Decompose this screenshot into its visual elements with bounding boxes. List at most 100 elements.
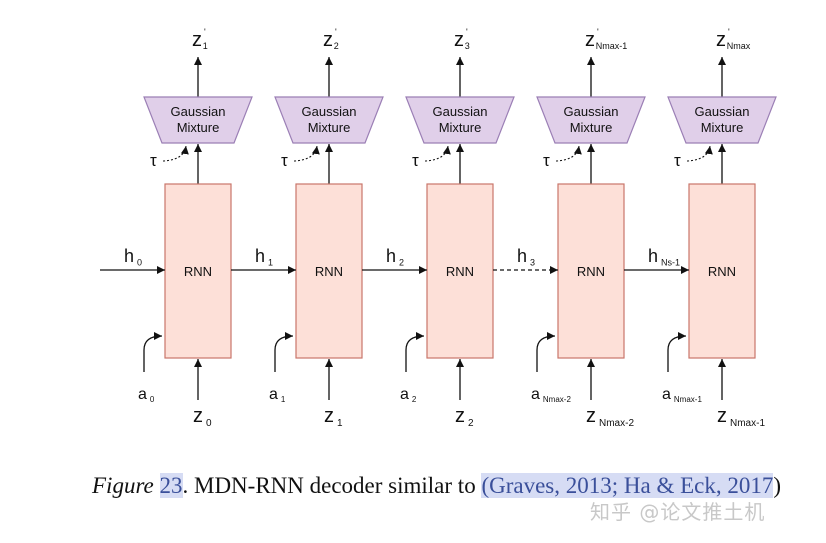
latent-label-z3-sub: Nmax-2 (599, 418, 634, 429)
mixture-label-line1: Gaussian (433, 104, 488, 119)
rnn-label: RNN (315, 264, 343, 279)
rnn-cell (688, 183, 756, 359)
gaussian-mixture-block (536, 96, 646, 144)
temperature-label: τ (412, 151, 419, 170)
caption-figure-number[interactable]: 23 (159, 473, 183, 498)
rnn-cell (426, 183, 494, 359)
mixture-label-line1: Gaussian (564, 104, 619, 119)
temperature-dotted-arrow (424, 145, 451, 162)
output-label-z3-sup: ' (466, 27, 468, 37)
action-label-a2-sub: 2 (412, 395, 417, 404)
hidden-state-label-h1-sub: 1 (268, 258, 273, 268)
output-label-z1-sup: ' (204, 27, 206, 37)
action-label-a3-main: a (531, 386, 540, 403)
hidden-state-label-h0-main: h (124, 246, 134, 266)
latent-label-z1-sub: 1 (337, 418, 343, 429)
caption-cite-open[interactable]: ( (481, 473, 490, 498)
latent-label-z2-main: z (455, 405, 465, 427)
output-label-z4-sub: Nmax-1 (596, 41, 628, 51)
rnn-label: RNN (446, 264, 474, 279)
output-label-z4-main: z (585, 29, 595, 51)
output-label-z3: z' 3 (454, 27, 470, 51)
output-label-z2: z'2 (323, 27, 339, 51)
hidden-state-label-h3-sub: 3 (530, 258, 535, 268)
watermark-text: 知乎 @论文推土机 (590, 500, 766, 524)
mixture-label-line2: Mixture (701, 120, 744, 135)
output-label-z5: z'Nmax (716, 27, 751, 51)
temperature-label: τ (543, 151, 550, 170)
latent-label-z4-main: z (717, 405, 727, 427)
hidden-state-label-h4-main: h (648, 246, 658, 266)
hidden-state-label-h2-sub: 2 (399, 258, 404, 268)
action-input-arrow (274, 332, 294, 372)
output-label-z3-main: z (454, 29, 464, 51)
action-label-a0-main: a (138, 386, 147, 403)
action-label-a4-sub: Nmax-1 (674, 395, 703, 404)
mixture-label-line1: Gaussian (302, 104, 357, 119)
rnn-cell (295, 183, 363, 359)
output-label-z5-sub: Nmax (727, 41, 751, 51)
temperature-label: τ (150, 151, 157, 170)
caption-cite-sep: ; (611, 473, 624, 498)
action-label-a1-main: a (269, 386, 278, 403)
rnn-label: RNN (577, 264, 605, 279)
caption-cite-close: ) (773, 473, 782, 498)
caption-cite-ha-eck[interactable]: Ha & Eck, 2017 (623, 473, 774, 498)
output-label-z2-main: z (323, 29, 333, 51)
temperature-dotted-arrow (293, 145, 320, 162)
mixture-label-line2: Mixture (308, 120, 351, 135)
caption-text: . MDN-RNN decoder similar to (182, 473, 482, 498)
temperature-label: τ (674, 151, 681, 170)
temperature-dotted-arrow (162, 145, 189, 162)
rnn-label: RNN (708, 264, 736, 279)
latent-label-z0-main: z (193, 405, 203, 427)
hidden-state-label-h0-sub: 0 (137, 258, 142, 268)
temperature-label: τ (281, 151, 288, 170)
rnn-label: RNN (184, 264, 212, 279)
latent-label-z1-main: z (324, 405, 334, 427)
output-label-z4-sup: ' (597, 27, 599, 37)
output-label-z1-main: z (192, 29, 202, 51)
temperature-dotted-arrow (686, 145, 713, 162)
action-input-arrow (405, 332, 425, 372)
gaussian-mixture-block (143, 96, 253, 144)
hidden-state-label-h2-main: h (386, 246, 396, 266)
output-label-z1-sub: 1 (203, 41, 208, 51)
output-label-z2-sup: ' (335, 27, 337, 37)
hidden-state-label-h1-main: h (255, 246, 265, 266)
caption-figure-word: Figure (92, 473, 154, 498)
output-label-z3-sub: 3 (465, 41, 470, 51)
latent-label-z3-main: z (586, 405, 596, 427)
latent-label-z0-sub: 0 (206, 418, 212, 429)
action-label-a4-main: a (662, 386, 671, 403)
output-label-z4: z' Nmax-1 (585, 27, 627, 51)
latent-label-z2-sub: 2 (468, 418, 474, 429)
action-label-a2-main: a (400, 386, 409, 403)
gaussian-mixture-block (405, 96, 515, 144)
caption-cite-graves[interactable]: Graves, 2013 (489, 473, 612, 498)
gaussian-mixture-block (274, 96, 384, 144)
figure-caption: Figure 23. MDN-RNN decoder similar to (G… (92, 470, 792, 502)
hidden-state-label-h4-sub: Ns-1 (661, 258, 680, 268)
gaussian-mixture-block (667, 96, 777, 144)
output-label-z5-sup: ' (728, 27, 730, 37)
output-label-z1: z' 1 (192, 27, 208, 51)
action-input-arrow (143, 332, 163, 372)
action-label-a0-sub: 0 (150, 395, 155, 404)
action-input-arrow (536, 332, 556, 372)
